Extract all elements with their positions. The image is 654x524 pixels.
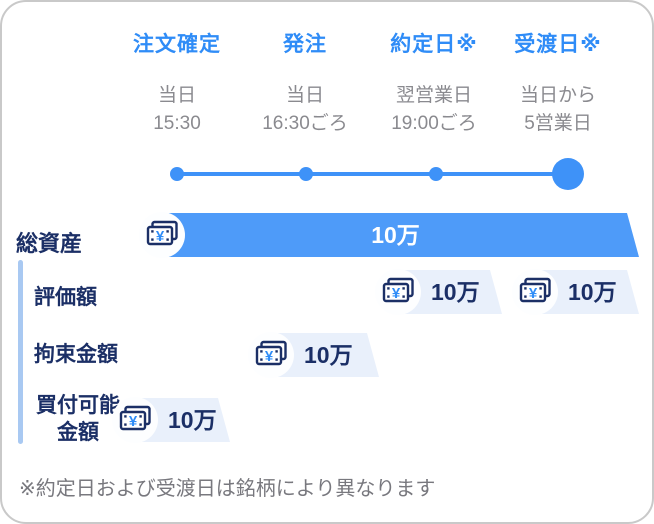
step-title: 発注 — [283, 33, 327, 56]
step-schedule-line1: 当日 — [157, 85, 196, 106]
timeline-step-settlement-date: 受渡日※ 当日から 5営業日 — [483, 28, 633, 138]
yen-banknote-icon: ¥ — [375, 269, 421, 315]
step-title: 受渡日※ — [514, 33, 602, 56]
yen-banknote-icon: ¥ — [112, 397, 158, 443]
step-schedule-line1: 当日 — [285, 85, 324, 106]
total-assets-bar: 10万 ¥ — [139, 212, 639, 258]
yen-banknote-icon: ¥ — [512, 269, 558, 315]
yen-symbol: ¥ — [129, 413, 138, 430]
yen-symbol: ¥ — [156, 228, 165, 245]
step-schedule-line1: 翌営業日 — [395, 85, 472, 106]
timeline-dot-2 — [299, 167, 313, 181]
step-title: 約定日※ — [390, 33, 478, 56]
yen-symbol: ¥ — [392, 285, 401, 302]
timeline-step-place-order: 発注 当日 16:30ごろ — [230, 28, 380, 138]
total-assets-label: 総資産 — [16, 231, 83, 256]
buyable-amount-label: 買付可能 金額 — [26, 392, 130, 446]
step-title: 注文確定 — [133, 33, 221, 56]
buyable-amount-label-line2: 金額 — [57, 421, 99, 444]
yen-symbol: ¥ — [529, 285, 538, 302]
timeline-line — [177, 172, 568, 176]
step-schedule-line2: 16:30ごろ — [262, 113, 348, 134]
timeline-dot-4-large — [552, 158, 584, 190]
restricted-amount-badge: 10万 ¥ — [248, 332, 379, 378]
sub-rows-connector-line — [18, 260, 23, 444]
step-schedule-line2: 19:00ごろ — [391, 113, 477, 134]
valuation-badge-1: 10万 ¥ — [375, 269, 502, 315]
buyable-amount-badge: 10万 ¥ — [112, 397, 230, 443]
total-assets-value: 10万 — [371, 222, 420, 248]
timeline-dot-1 — [170, 167, 184, 181]
step-schedule-line2: 5営業日 — [524, 113, 592, 134]
step-schedule-line2: 15:30 — [153, 113, 201, 134]
yen-banknote-icon: ¥ — [139, 212, 185, 258]
timeline-step-order-confirm: 注文確定 当日 15:30 — [102, 28, 252, 138]
step-schedule-line1: 当日から — [519, 85, 596, 106]
step-schedule: 翌営業日 19:00ごろ — [359, 82, 509, 138]
total-assets-bar-shape — [161, 213, 639, 257]
step-schedule: 当日 15:30 — [102, 82, 252, 138]
timeline-dot-3 — [429, 167, 443, 181]
valuation-badge-2: 10万 ¥ — [512, 269, 639, 315]
yen-banknote-icon: ¥ — [248, 332, 294, 378]
timeline-step-execution-date: 約定日※ 翌営業日 19:00ごろ — [359, 28, 509, 138]
step-schedule: 当日から 5営業日 — [483, 82, 633, 138]
footnote-text: ※約定日および受渡日は銘柄により異なります — [19, 478, 436, 500]
buyable-amount-value: 10万 — [168, 407, 217, 433]
buyable-amount-label-line1: 買付可能 — [36, 394, 120, 417]
valuation-label: 評価額 — [34, 286, 97, 309]
step-schedule: 当日 16:30ごろ — [230, 82, 380, 138]
valuation-value-2: 10万 — [568, 279, 617, 305]
valuation-value-1: 10万 — [431, 279, 480, 305]
restricted-amount-value: 10万 — [304, 342, 353, 368]
yen-symbol: ¥ — [265, 348, 274, 365]
restricted-amount-label: 拘束金額 — [34, 343, 118, 366]
